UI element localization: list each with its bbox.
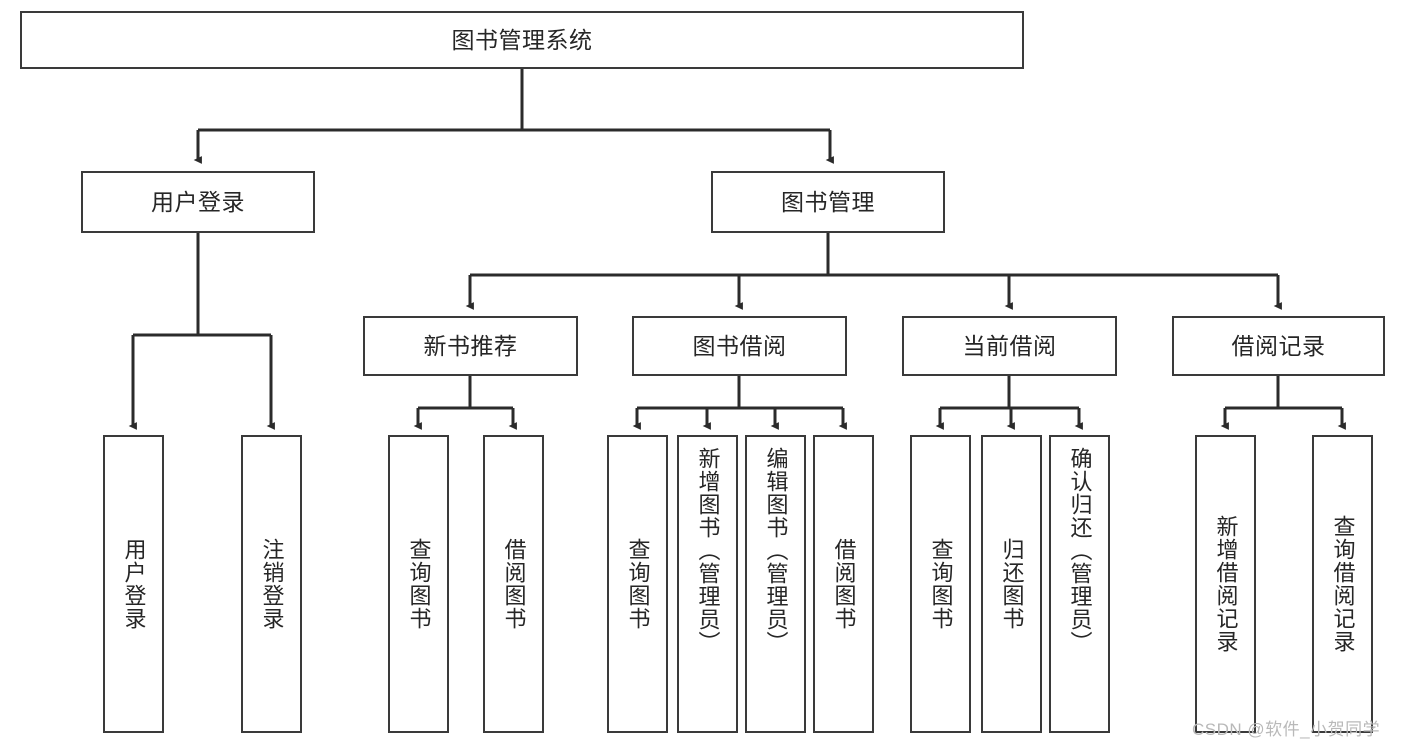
leaf-add-book-admin[interactable]: 新增图书（管理员） — [677, 435, 738, 733]
leaf-query-book-current[interactable]: 查询图书 — [910, 435, 971, 733]
node-new-book-recommend[interactable]: 新书推荐 — [363, 316, 578, 376]
leaf-confirm-return-admin[interactable]: 确认归还（管理员） — [1049, 435, 1110, 733]
leaf-edit-book-admin[interactable]: 编辑图书（管理员） — [745, 435, 806, 733]
csdn-watermark: CSDN @软件_小贺同学 — [1192, 720, 1381, 739]
leaf-user-login[interactable]: 用户登录 — [103, 435, 164, 733]
node-borrow-record[interactable]: 借阅记录 — [1172, 316, 1385, 376]
leaf-return-book[interactable]: 归还图书 — [981, 435, 1042, 733]
node-user-login[interactable]: 用户登录 — [81, 171, 315, 233]
leaf-logout-login[interactable]: 注销登录 — [241, 435, 302, 733]
leaf-add-borrow-record[interactable]: 新增借阅记录 — [1195, 435, 1256, 733]
leaf-query-book-borrow[interactable]: 查询图书 — [607, 435, 668, 733]
node-root-system[interactable]: 图书管理系统 — [20, 11, 1024, 69]
node-book-manage[interactable]: 图书管理 — [711, 171, 945, 233]
node-current-borrow[interactable]: 当前借阅 — [902, 316, 1117, 376]
leaf-borrow-book[interactable]: 借阅图书 — [813, 435, 874, 733]
leaf-query-book-recommend[interactable]: 查询图书 — [388, 435, 449, 733]
node-book-borrow[interactable]: 图书借阅 — [632, 316, 847, 376]
leaf-borrow-book-recommend[interactable]: 借阅图书 — [483, 435, 544, 733]
leaf-query-borrow-record[interactable]: 查询借阅记录 — [1312, 435, 1373, 733]
